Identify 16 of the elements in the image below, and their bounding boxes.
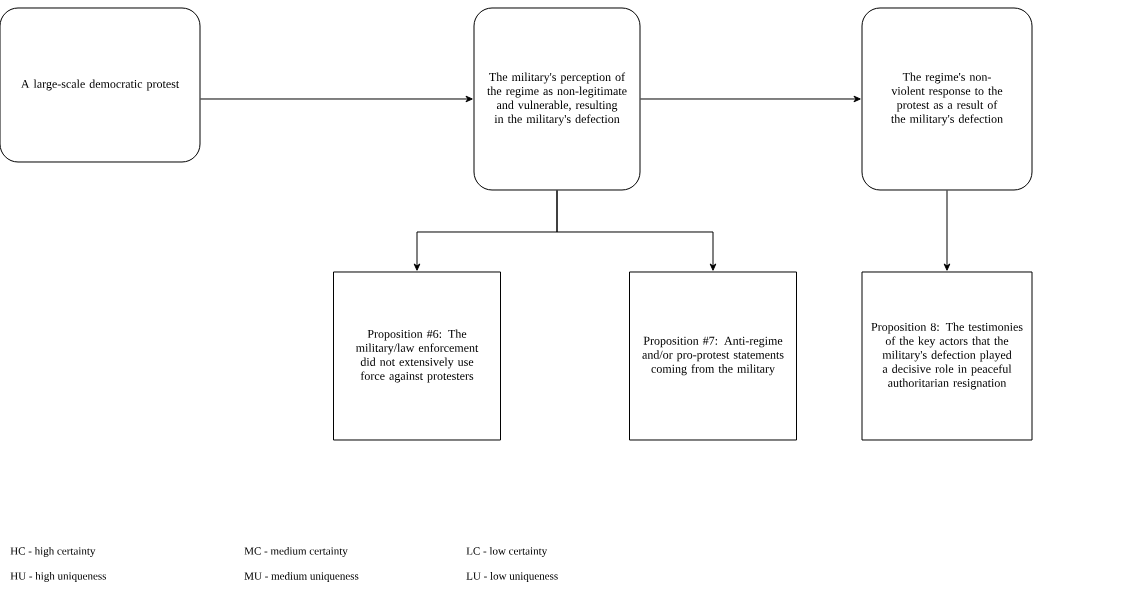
proposition-box: Proposition 8: The testimonies of the key actors that the military's defection played a decisive role in peaceful authoritarian resignation bbox=[861, 271, 1033, 441]
proposition-box: Proposition #7: Anti-regime and/or pro-protest statements coming from the military bbox=[629, 271, 797, 441]
arrow bbox=[556, 190, 717, 271]
legend-text: LU - low uniqueness bbox=[466, 572, 558, 582]
legend-text: MU - medium uniqueness bbox=[244, 572, 359, 582]
legend-text: HC - high certainty bbox=[10, 547, 96, 557]
arrow bbox=[200, 95, 473, 103]
arrow bbox=[640, 95, 861, 103]
legend-text: HU - high uniqueness bbox=[10, 572, 107, 582]
process-box: A large-scale democratic protest bbox=[0, 7, 201, 163]
legend-text: LC - low certainty bbox=[466, 547, 548, 557]
process-box: The regime's non-violent response to the protest as a result of the military's defection bbox=[861, 7, 1033, 191]
legend-text: MC - medium certainty bbox=[244, 547, 348, 557]
proposition-box: Proposition #6: The military/law enforcement did not extensively use force against protesters bbox=[333, 271, 501, 441]
process-box: The military's perception of the regime as non-legitimate and vulnerable, resulting in the military's defection bbox=[473, 7, 641, 191]
arrow bbox=[943, 190, 951, 271]
